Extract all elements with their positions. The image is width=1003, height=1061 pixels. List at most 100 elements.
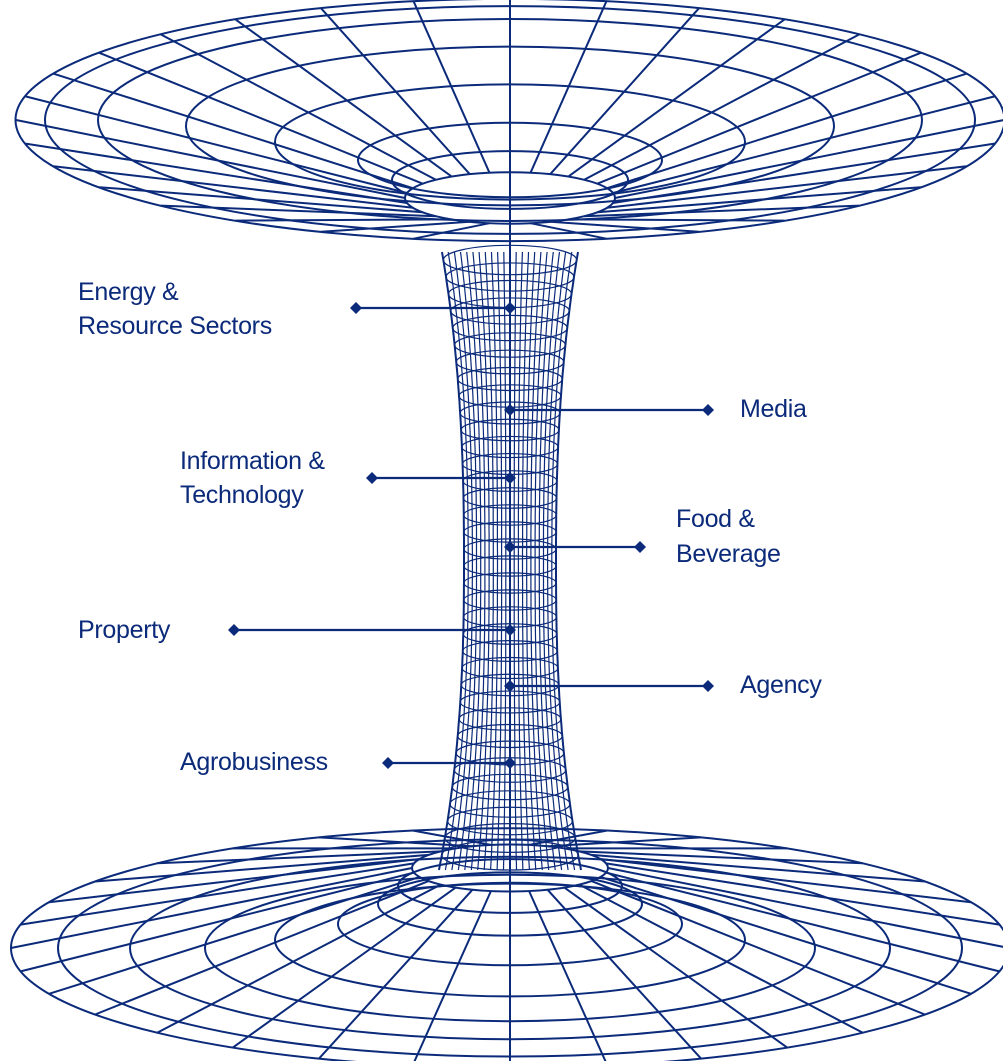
- top-disk-spoke: [596, 51, 922, 185]
- diamond-icon: [350, 302, 362, 314]
- sector-information-technology: Information & Technology: [180, 447, 326, 509]
- sector-it-line1: Information &: [180, 447, 325, 475]
- bottom-disk-spoke: [157, 850, 441, 865]
- sector-it-line2: Technology: [180, 481, 304, 509]
- top-disk-spoke: [550, 220, 700, 233]
- throat-vertical-line: [521, 251, 530, 871]
- bottom-disk-spoke: [528, 890, 607, 1061]
- diamond-icon: [634, 541, 646, 553]
- top-disk-spoke: [320, 7, 471, 175]
- throat-vertical-line: [438, 251, 465, 871]
- bottom-disk-spoke: [48, 858, 420, 904]
- diamond-icon: [504, 757, 516, 769]
- top-disk-spoke: [567, 18, 786, 178]
- top-disk-spoke: [612, 95, 995, 194]
- top-disk-spoke: [612, 142, 995, 204]
- throat-vertical-line: [457, 251, 478, 871]
- diamond-icon: [382, 757, 394, 769]
- top-disk-spoke: [160, 204, 436, 218]
- sector-agrobusiness: Agrobusiness: [180, 748, 328, 776]
- sector-agency: Agency: [740, 671, 823, 699]
- top-disk-spoke: [320, 220, 470, 233]
- diamond-icon: [228, 624, 240, 636]
- bottom-disk-spoke: [600, 876, 972, 995]
- leader-lines: [228, 302, 714, 769]
- bottom-disk-spoke: [94, 880, 429, 1016]
- bottom-disk-spoke: [413, 890, 492, 1061]
- top-disk-spoke: [606, 165, 967, 209]
- bottom-disk-spoke: [232, 886, 457, 1049]
- sector-agency-label: Agency: [740, 671, 822, 699]
- throat-vertical-line: [555, 251, 582, 871]
- top-disk-spoke: [98, 51, 424, 185]
- top-disk-spoke: [413, 222, 490, 240]
- sector-media: Media: [740, 395, 807, 423]
- top-disk-spoke: [614, 119, 1003, 199]
- bottom-disk-spoke: [591, 853, 925, 883]
- top-disk-spoke: [584, 204, 860, 218]
- throat-vertical-line: [490, 251, 499, 871]
- top-disk-spoke: [53, 165, 414, 209]
- bottom-disk-spoke: [156, 883, 442, 1034]
- diamond-icon: [504, 404, 516, 416]
- bottom-disk-spoke: [563, 886, 788, 1049]
- throat-vertical-line: [513, 251, 518, 871]
- bottom-disk-spoke: [605, 862, 1000, 926]
- throat-vertical-line: [502, 251, 507, 871]
- throat-vertical-line: [551, 251, 576, 871]
- diamond-icon: [504, 302, 516, 314]
- wormhole-funnel-icon: [10, 0, 1003, 1061]
- top-disk-spoke: [160, 33, 437, 181]
- top-disk-spoke: [597, 186, 921, 214]
- diamond-icon: [366, 472, 378, 484]
- bottom-disk-spoke: [607, 867, 1003, 948]
- bottom-disk-spoke: [412, 829, 492, 846]
- bottom-disk-spoke: [48, 876, 420, 995]
- sector-food-beverage: Food & Beverage: [676, 505, 781, 568]
- diamond-icon: [504, 541, 516, 553]
- sector-food-line2: Beverage: [676, 540, 781, 568]
- bottom-disk-spoke: [605, 871, 1000, 973]
- bottom-disk-spoke: [318, 889, 474, 1060]
- top-disk-spoke: [568, 218, 785, 222]
- top-disk-spoke: [529, 0, 608, 174]
- bottom-disk-spoke: [547, 836, 702, 848]
- top-disk-spoke: [234, 18, 453, 178]
- diamond-icon: [504, 624, 516, 636]
- bottom-disk-spoke: [20, 871, 415, 973]
- bottom-disk-spoke: [318, 836, 473, 848]
- top-disk-spoke: [235, 218, 452, 222]
- bottom-disk-spoke: [528, 829, 608, 846]
- top-disk-spoke: [25, 142, 408, 204]
- diamond-icon: [504, 472, 516, 484]
- throat-vertical-line: [477, 251, 490, 871]
- top-disk-spoke: [606, 72, 967, 190]
- throat-vertical-line: [496, 251, 503, 871]
- bottom-disk-spoke: [600, 858, 972, 904]
- sector-food-line1: Food &: [676, 505, 755, 533]
- sector-property: Property: [78, 616, 171, 644]
- throat-vertical-line: [444, 251, 469, 871]
- sector-media-label: Media: [740, 395, 807, 423]
- throat-vertical-line: [530, 251, 543, 871]
- top-disk-spoke: [583, 33, 860, 181]
- top-disk-spoke: [15, 119, 406, 199]
- top-disk-spoke: [549, 7, 700, 175]
- bottom-disk-spoke: [95, 853, 429, 883]
- throat-vertical-line: [542, 251, 563, 871]
- top-disk-spoke: [25, 95, 408, 194]
- sector-property-label: Property: [78, 616, 171, 644]
- diamond-icon: [702, 404, 714, 416]
- sector-energy-resource: Energy & Resource Sectors: [78, 278, 272, 340]
- bottom-disk-spoke: [591, 880, 926, 1016]
- bottom-disk-spoke: [546, 889, 702, 1060]
- bottom-disk-spoke: [579, 850, 863, 865]
- throat-vertical-line: [517, 251, 524, 871]
- throat-vertical-line: [483, 251, 494, 871]
- bottom-disk-spoke: [10, 867, 413, 949]
- bottom-disk-spoke: [578, 883, 864, 1034]
- sector-agro-label: Agrobusiness: [180, 748, 328, 776]
- top-disk-spoke: [530, 222, 607, 240]
- top-disk-spoke: [99, 186, 423, 214]
- diamond-icon: [504, 680, 516, 692]
